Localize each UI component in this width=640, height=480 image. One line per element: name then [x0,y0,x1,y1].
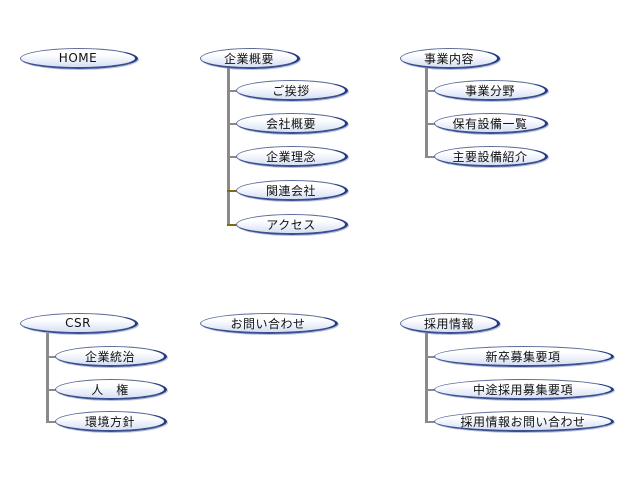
nav-company-profile-button[interactable]: 会社概要 [236,113,348,134]
nav-affiliates-button[interactable]: 関連会社 [236,180,348,201]
nav-business-button[interactable]: 事業内容 [400,48,500,69]
nav-equipment-intro-button[interactable]: 主要設備紹介 [434,146,548,167]
tree-connector-branch [46,421,58,423]
tree-connector-branch-highlight [227,190,239,192]
nav-home-button[interactable]: HOME [20,48,138,69]
nav-company-overview-button[interactable]: 企業概要 [200,48,300,69]
tree-connector-vertical [425,68,428,158]
nav-governance-button[interactable]: 企業統治 [55,346,167,367]
tree-connector-branch [227,90,239,92]
nav-business-fields-button[interactable]: 事業分野 [434,80,548,101]
tree-connector-branch [425,356,437,358]
nav-human-rights-button[interactable]: 人 権 [55,379,167,400]
nav-mid-career-button[interactable]: 中途採用募集要項 [434,379,614,400]
nav-greeting-button[interactable]: ご挨拶 [236,80,348,101]
tree-connector-branch [227,156,239,158]
nav-recruit-button[interactable]: 採用情報 [400,313,500,334]
nav-equipment-list-button[interactable]: 保有設備一覧 [434,113,548,134]
tree-connector-vertical [227,68,230,226]
nav-environment-button[interactable]: 環境方針 [55,411,167,432]
tree-connector-branch [425,123,437,125]
tree-connector-branch [425,421,437,423]
tree-connector-branch [425,389,437,391]
nav-recruit-contact-button[interactable]: 採用情報お問い合わせ [434,411,614,432]
nav-access-button[interactable]: アクセス [236,214,348,235]
tree-connector-branch-highlight [227,224,239,226]
nav-contact-button[interactable]: お問い合わせ [200,313,338,334]
tree-connector-vertical [425,333,428,423]
tree-connector-branch [46,389,58,391]
tree-connector-branch [425,156,437,158]
nav-new-graduate-button[interactable]: 新卒募集要項 [434,346,614,367]
nav-csr-button[interactable]: CSR [20,313,138,334]
nav-philosophy-button[interactable]: 企業理念 [236,146,348,167]
tree-connector-vertical [46,333,49,423]
tree-connector-branch [227,123,239,125]
tree-connector-branch [46,356,58,358]
tree-connector-branch [425,90,437,92]
